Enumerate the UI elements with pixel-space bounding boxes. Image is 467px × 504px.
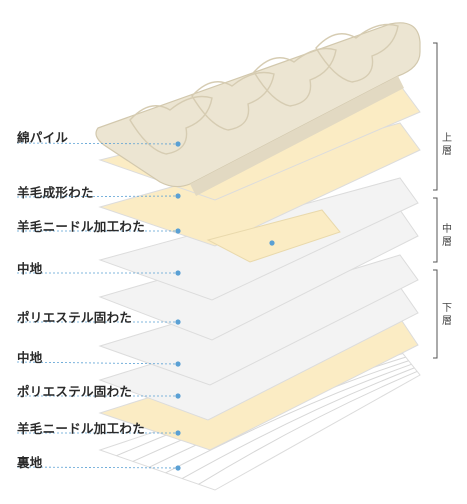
pile-quilt-stitch <box>129 95 213 155</box>
pile-quilt-stitch <box>253 47 337 107</box>
layer-label-cotton-pile: 綿パイル <box>17 130 69 145</box>
group-label-char: 下 <box>442 303 452 314</box>
leader-dot <box>269 240 275 246</box>
leader-dot <box>175 319 181 325</box>
layer-label-wool-molded: 羊毛成形わた <box>17 185 94 200</box>
layer-label-middle-cloth-lower: 中地 <box>17 350 43 365</box>
group-label-upper: 上層 <box>440 132 454 158</box>
leader-dot <box>175 361 181 367</box>
group-label-char: 層 <box>442 316 452 327</box>
leader-dot <box>175 228 181 234</box>
leader-dot <box>175 193 181 199</box>
group-bracket <box>433 197 438 263</box>
leader-line <box>16 466 179 469</box>
group-label-char: 上 <box>442 133 452 144</box>
group-label-middle: 中層 <box>440 223 454 249</box>
layer-label-back-cloth: 裏地 <box>17 455 43 470</box>
layer-label-polyester-lower: ポリエステル固わた <box>17 384 133 399</box>
wool-pad-sheet <box>206 209 341 263</box>
layer-label-wool-needle-lower: 羊毛ニードル加工わた <box>17 421 146 436</box>
layer-label-middle-cloth-upper: 中地 <box>17 261 43 276</box>
group-bracket <box>433 42 438 191</box>
group-label-char: 層 <box>442 237 452 248</box>
leader-dot <box>175 393 181 399</box>
layer-label-polyester-upper: ポリエステル固わた <box>17 310 133 325</box>
group-label-char: 層 <box>442 146 452 157</box>
leader-line <box>16 361 179 365</box>
quilt-stitch <box>181 367 415 480</box>
pile-edge <box>190 76 404 196</box>
leader-line <box>16 195 179 198</box>
quilt-stitch <box>165 363 412 474</box>
leader-line <box>16 142 179 145</box>
pile-quilt-stitch <box>191 71 275 131</box>
leader-dot <box>175 270 181 276</box>
pile-quilt-stitch <box>315 23 399 83</box>
leader-dot <box>175 430 181 436</box>
leader-dot <box>175 465 181 471</box>
group-label-lower: 下層 <box>440 302 454 328</box>
quilt-stitch <box>198 370 418 485</box>
group-label-char: 中 <box>442 224 452 235</box>
layer-label-wool-needle-upper: 羊毛ニードル加工わた <box>17 219 146 234</box>
group-bracket <box>433 269 438 359</box>
leader-dot <box>175 141 181 147</box>
